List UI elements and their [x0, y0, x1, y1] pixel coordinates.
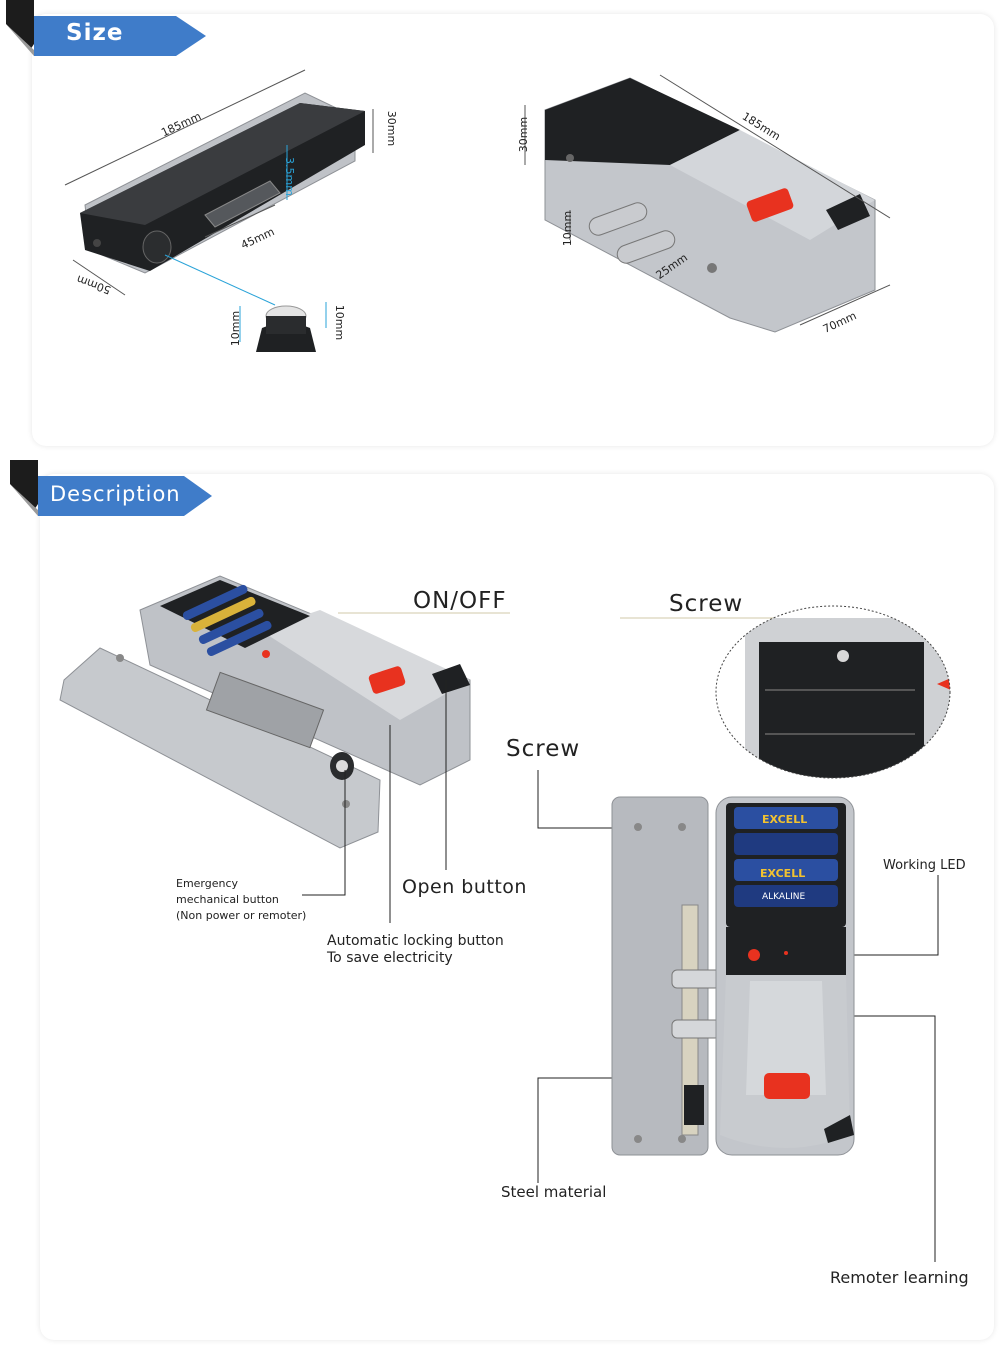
label-emergency-3: (Non power or remoter) — [176, 909, 307, 922]
battery-pack — [182, 584, 272, 657]
description-banner: Description — [0, 460, 215, 516]
label-emergency-2: mechanical button — [176, 893, 279, 906]
label-open-button: Open button — [402, 876, 527, 898]
battery-type-text: ALKALINE — [762, 892, 805, 902]
label-auto-lock-1: Automatic locking button — [327, 933, 504, 949]
label-working-led: Working LED — [883, 858, 966, 873]
battery-stack — [734, 807, 838, 907]
lock-open-view — [59, 575, 471, 849]
label-remoter-learning: Remoter learning — [830, 1268, 969, 1287]
knob-image — [239, 302, 327, 352]
label-on-off: ON/OFF — [413, 588, 507, 614]
lock-front-open-view: EXCELL EXCELL ALKALINE — [611, 796, 855, 1156]
label-screw-mid: Screw — [506, 736, 581, 762]
lock-side-view — [524, 74, 891, 333]
lock-top-view — [64, 69, 374, 306]
battery-brand-text: EXCELL — [762, 813, 807, 826]
size-title: Size — [66, 20, 124, 46]
label-auto-lock-2: To save electricity — [327, 950, 453, 966]
screw-zoom-circle — [715, 605, 951, 779]
label-emergency-1: Emergency — [176, 877, 239, 890]
label-steel-material: Steel material — [501, 1183, 607, 1201]
label-screw-top: Screw — [669, 591, 744, 617]
size-banner: Size — [0, 0, 210, 56]
battery-brand-text-2: EXCELL — [760, 867, 805, 880]
description-title: Description — [50, 482, 181, 506]
